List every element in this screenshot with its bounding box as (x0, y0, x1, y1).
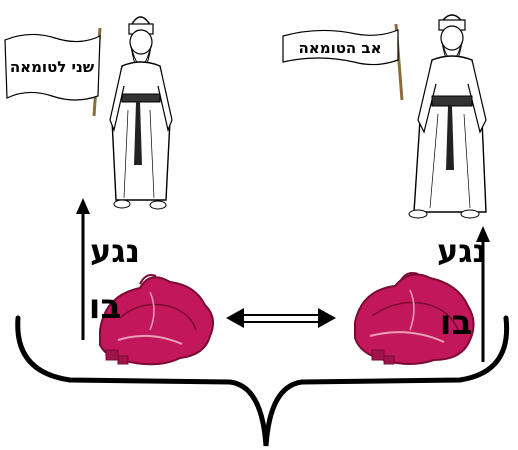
right-meat-label-bottom: בו (440, 303, 472, 343)
right-meat-image (354, 272, 475, 365)
right-up-arrow (476, 226, 490, 362)
left-priest-flag (4, 33, 101, 101)
left-up-arrow (76, 198, 90, 340)
bottom-curly-brace (15, 315, 510, 447)
left-priest-flag-label: שני לטומאה (10, 58, 95, 76)
left-meat-label-top: נגע (90, 232, 140, 270)
double-arrow (226, 308, 336, 328)
right-priest-flag (282, 29, 399, 66)
right-meat-label-top: נגע (437, 232, 487, 270)
right-priest-figure: אב הטומאה (282, 14, 487, 219)
left-meat-label-bottom: בו (89, 287, 121, 327)
right-priest-flag-label: אב הטומאה (298, 39, 381, 57)
left-priest-figure: שני לטומאה (4, 16, 173, 210)
left-meat-image (99, 274, 215, 366)
